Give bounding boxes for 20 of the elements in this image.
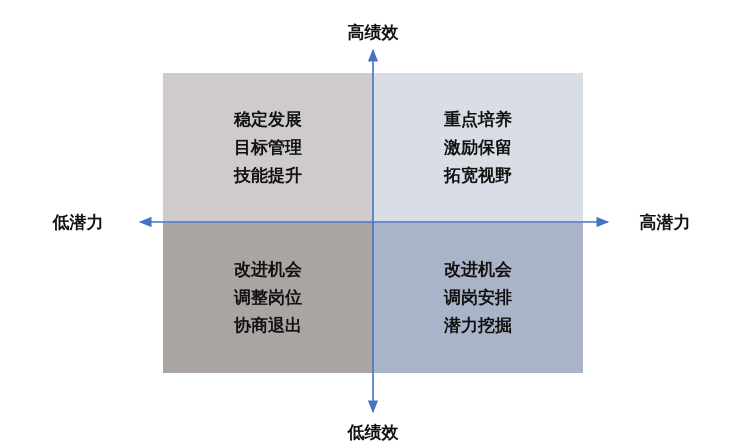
strategy-text: 目标管理 (234, 137, 302, 160)
strategy-text: 调整岗位 (234, 287, 302, 310)
axis-label: 低绩效 (348, 422, 398, 444)
quadrant-panel (373, 223, 583, 373)
strategy-text: 潜力挖掘 (444, 315, 512, 338)
strategy-text: 激励保留 (444, 137, 512, 160)
quadrant-panel (163, 73, 373, 223)
quadrant-panel (163, 223, 373, 373)
strategy-text: 稳定发展 (234, 109, 302, 132)
strategy-text: 协商退出 (234, 315, 302, 338)
strategy-text: 拓宽视野 (444, 165, 512, 188)
strategy-text: 改进机会 (234, 259, 302, 282)
axis-label: 高潜力 (640, 212, 690, 234)
strategy-text: 重点培养 (444, 109, 512, 132)
quadrant-panel (373, 73, 583, 223)
strategy-text: 改进机会 (444, 259, 512, 282)
axis-label: 高绩效 (348, 22, 398, 44)
strategy-text: 调岗安排 (444, 287, 512, 310)
strategy-text: 技能提升 (234, 165, 302, 188)
axis-label: 低潜力 (52, 212, 104, 234)
